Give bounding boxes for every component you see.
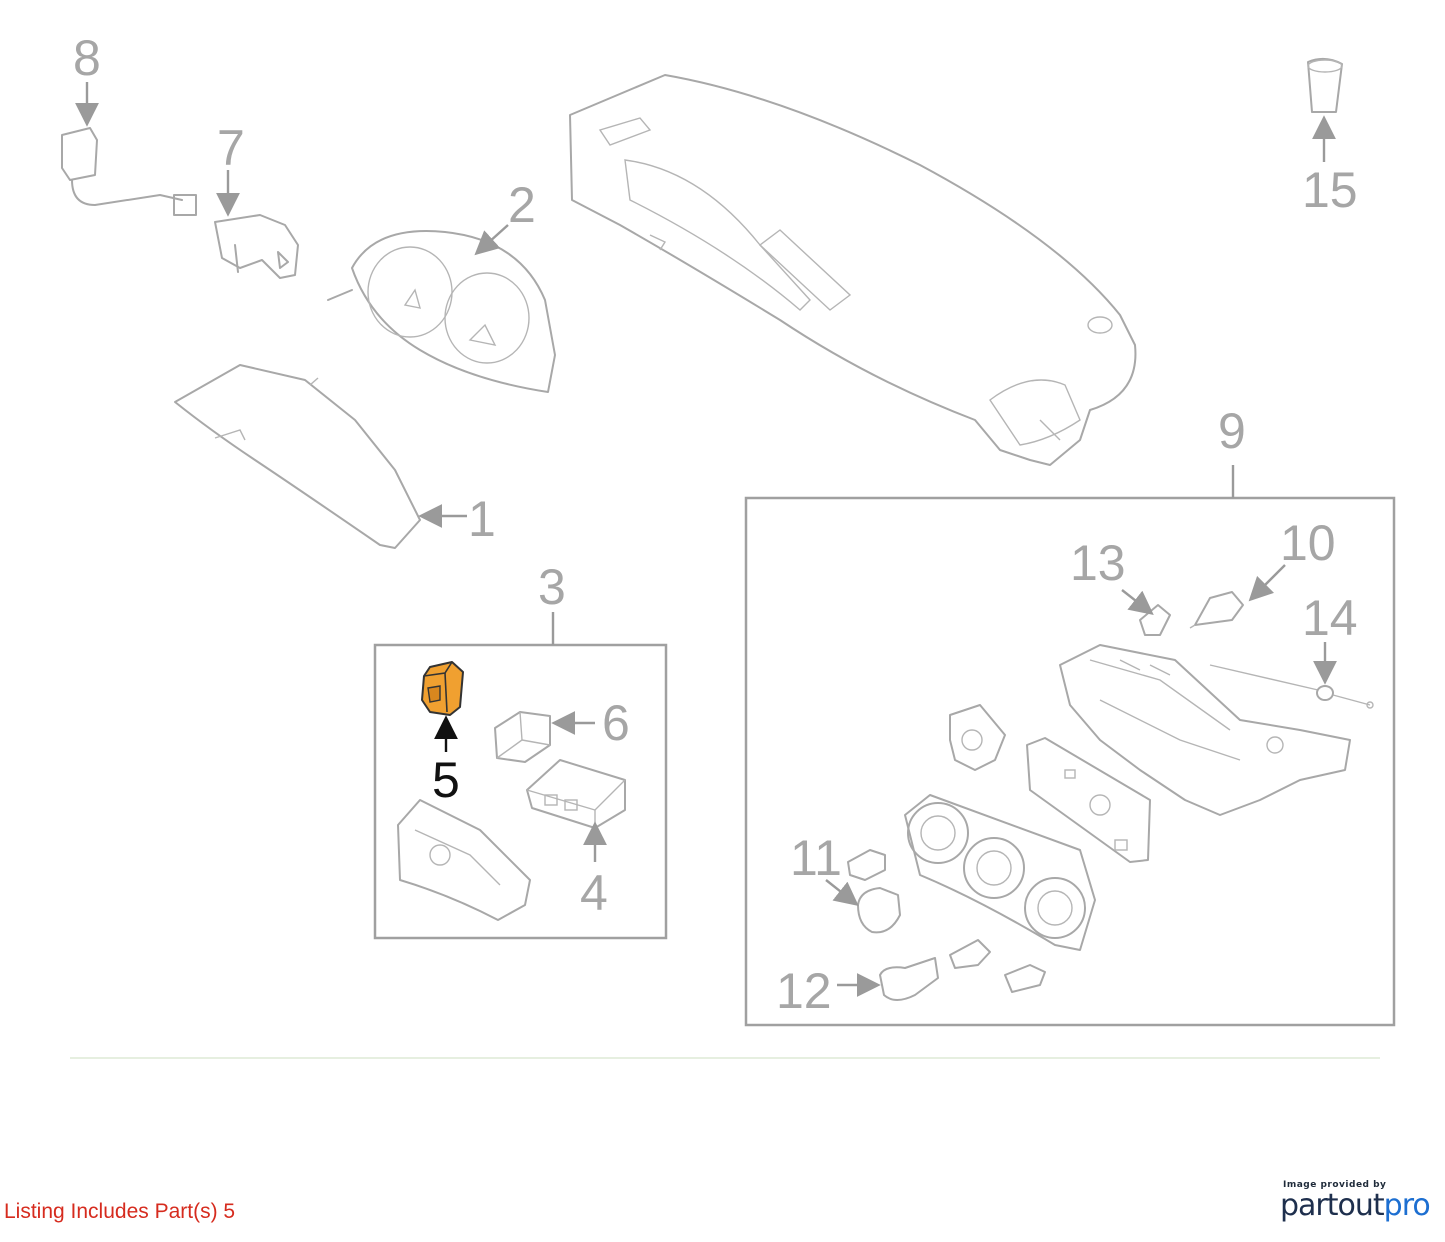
part-10-arrow — [1248, 564, 1286, 602]
control-faceplate-drawing — [904, 794, 1096, 951]
part-10-bulb-drawing — [1189, 591, 1244, 629]
part-8-sensor-drawing — [61, 127, 197, 216]
image-provided-by-label: Image provided by — [1283, 1180, 1387, 1190]
brand-main-text: partout — [1280, 1188, 1385, 1223]
callout-8: 8 — [73, 30, 101, 86]
group-3-bezel-drawing — [397, 799, 531, 921]
callout-3: 3 — [538, 559, 566, 615]
part-7-switch-drawing — [214, 214, 299, 279]
brand-accent-text: pro — [1383, 1188, 1431, 1223]
part-14-cable-drawing — [1209, 664, 1374, 709]
listing-included-parts-text: Listing Includes Part(s) 5 — [4, 1200, 236, 1223]
part-12-knob-drawing — [879, 939, 1046, 1001]
callout-7: 7 — [217, 120, 245, 176]
part-4-switch-panel-drawing — [526, 759, 626, 829]
part-2-arrow — [474, 224, 509, 256]
callout-1: 1 — [468, 491, 496, 547]
callout-5: 5 — [432, 752, 460, 808]
callout-15: 15 — [1302, 162, 1358, 218]
callout-11: 11 — [790, 830, 842, 886]
part-15-knob-drawing — [1307, 58, 1343, 113]
brand-wordmark: partoutpro — [1280, 1188, 1431, 1223]
callout-9: 9 — [1218, 403, 1246, 459]
part-2-gauge-cluster-drawing — [327, 230, 556, 393]
callout-10: 10 — [1280, 515, 1336, 571]
part-11-arrow — [825, 879, 859, 906]
hvac-control-housing-drawing — [1059, 644, 1351, 816]
group-3-box — [373, 643, 668, 940]
callout-4: 4 — [580, 865, 608, 921]
blower-switch-drawing — [949, 704, 1006, 771]
part-13-bulb-drawing — [1139, 604, 1171, 636]
callout-13: 13 — [1070, 535, 1126, 591]
callout-12: 12 — [776, 963, 832, 1019]
callout-2: 2 — [508, 177, 536, 233]
part-13-arrow — [1121, 589, 1154, 615]
part-11-knob-drawing — [847, 849, 901, 934]
part-5-highlighted-switch — [421, 661, 464, 716]
callout-14: 14 — [1302, 590, 1358, 646]
callout-6: 6 — [602, 695, 630, 751]
part-6-switch-drawing — [494, 711, 551, 763]
group-9-box — [744, 496, 1396, 1027]
dashboard-panel-drawing — [569, 74, 1137, 466]
circuit-board-drawing — [1026, 737, 1151, 863]
partoutpro-logo: Image provided by partoutpro — [1280, 1180, 1431, 1223]
part-1-bezel-drawing — [174, 364, 421, 549]
